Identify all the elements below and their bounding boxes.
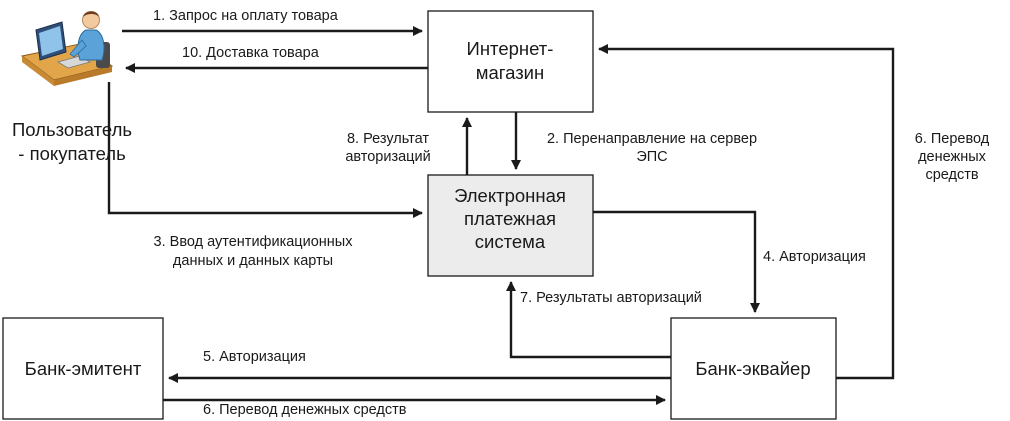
edge-label-4: 4. Авторизация xyxy=(763,249,866,265)
issuer-bank-label: Банк-эмитент xyxy=(25,358,142,379)
edge-label-6-right-line-2: денежных xyxy=(918,149,987,165)
internet-shop-label-line-2: магазин xyxy=(476,62,544,83)
user-buyer-label-line-1: Пользователь xyxy=(12,119,132,140)
edge-label-10: 10. Доставка товара xyxy=(182,45,320,61)
edge-label-1-line-1: 1. Запрос на оплату товара xyxy=(153,8,339,24)
edge-label-3-line-1: 3. Ввод аутентификационных xyxy=(154,234,354,250)
edge-label-10-line-1: 10. Доставка товара xyxy=(182,45,320,61)
arrow-6-money-to-shop xyxy=(597,43,895,380)
computer-user-icon xyxy=(20,11,114,86)
edge-label-2-line-2: ЭПС xyxy=(636,149,667,165)
edge-label-6-right-line-3: средств xyxy=(925,167,978,183)
arrow-7-auth-results xyxy=(505,280,671,359)
edge-label-6-right-line-1: 6. Перевод xyxy=(915,131,990,147)
edge-label-6-bottom: 6. Перевод денежных средств xyxy=(203,402,407,418)
edge-label-5: 5. Авторизация xyxy=(203,349,306,365)
payment-system-label-line-1: Электронная xyxy=(454,185,566,206)
payment-system-label-line-2: платежная xyxy=(464,208,556,229)
edge-label-8: 8. Результат авторизаций xyxy=(345,131,430,165)
arrow-3-card-data xyxy=(107,82,424,219)
internet-shop-label-line-1: Интернет- xyxy=(467,38,554,59)
internet-shop-label: Интернет-магазин xyxy=(467,38,554,83)
user-buyer-label: Пользователь - покупатель xyxy=(12,119,132,164)
arrow-4-authorization xyxy=(593,210,761,314)
payment-system-label-line-3: система xyxy=(475,231,546,252)
acquirer-bank-box xyxy=(670,317,837,420)
acquirer-bank-label-line-1: Банк-эквайер xyxy=(695,358,810,379)
edge-label-6-bottom-line-1: 6. Перевод денежных средств xyxy=(203,402,407,418)
edge-label-7-line-1: 7. Результаты авторизаций xyxy=(520,290,702,306)
edge-label-4-line-1: 4. Авторизация xyxy=(763,249,866,265)
issuer-bank-label-line-1: Банк-эмитент xyxy=(25,358,142,379)
edge-label-8-line-1: 8. Результат xyxy=(347,131,429,147)
edge-label-1: 1. Запрос на оплату товара xyxy=(153,8,339,24)
user-buyer-label-line-2: - покупатель xyxy=(18,143,125,164)
edge-label-3: 3. Ввод аутентификационных данных и данны… xyxy=(154,234,354,269)
edge-label-6-right: 6. Перевод денежных средств xyxy=(915,131,990,183)
issuer-bank-box xyxy=(2,317,164,420)
edge-label-5-line-1: 5. Авторизация xyxy=(203,349,306,365)
edge-label-3-line-2: данных и данных карты xyxy=(173,253,333,269)
internet-shop-box xyxy=(427,10,594,113)
edge-label-8-line-2: авторизаций xyxy=(345,149,430,165)
acquirer-bank-label: Банк-эквайер xyxy=(695,358,810,379)
edge-label-2-line-1: 2. Перенаправление на сервер xyxy=(547,131,757,147)
payment-system-box xyxy=(427,174,594,277)
edge-label-7: 7. Результаты авторизаций xyxy=(520,290,702,306)
